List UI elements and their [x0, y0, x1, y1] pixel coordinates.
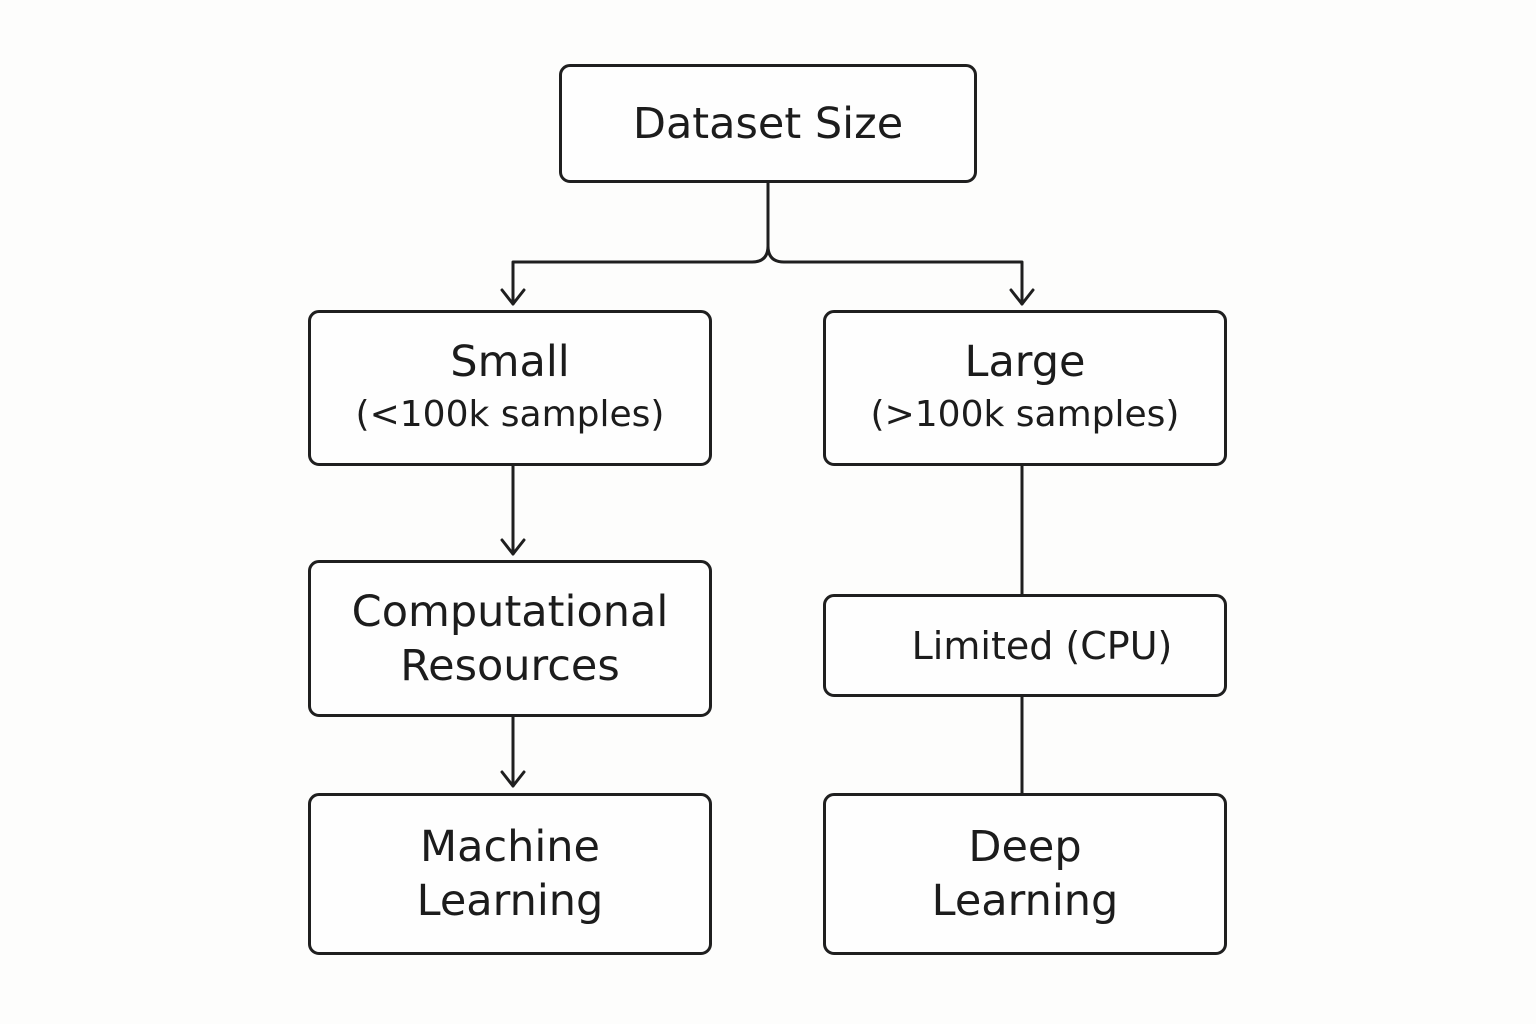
- small-title: Small: [450, 337, 570, 387]
- limited-cpu-node: Limited (CPU): [823, 594, 1227, 697]
- small-subtitle: (<100k samples): [355, 394, 665, 435]
- limited-cpu-label: Limited (CPU): [911, 623, 1173, 668]
- large-subtitle: (>100k samples): [870, 394, 1180, 435]
- deep-learning-line1: Deep: [968, 822, 1082, 872]
- deep-learning-node: Deep Learning: [823, 793, 1227, 955]
- dataset-size-node: Dataset Size: [559, 64, 977, 183]
- machine-learning-node: Machine Learning: [308, 793, 712, 955]
- connector-root-split: [511, 181, 770, 306]
- computational-line1: Computational: [351, 586, 669, 637]
- deep-learning-line2: Learning: [931, 876, 1119, 926]
- connector-root-split-right: [766, 244, 1024, 306]
- large-title: Large: [964, 337, 1086, 387]
- computational-line2: Resources: [400, 640, 620, 691]
- machine-learning-line2: Learning: [416, 876, 604, 926]
- arrowhead-ml: [500, 770, 526, 788]
- arrowhead-small: [500, 288, 526, 306]
- arrowhead-comp: [500, 538, 526, 556]
- computational-resources-node: Computational Resources: [308, 560, 712, 717]
- dataset-size-label: Dataset Size: [632, 98, 904, 149]
- machine-learning-line1: Machine: [420, 822, 600, 872]
- large-dataset-node: Large (>100k samples): [823, 310, 1227, 466]
- arrowhead-large: [1009, 288, 1035, 306]
- small-dataset-node: Small (<100k samples): [308, 310, 712, 466]
